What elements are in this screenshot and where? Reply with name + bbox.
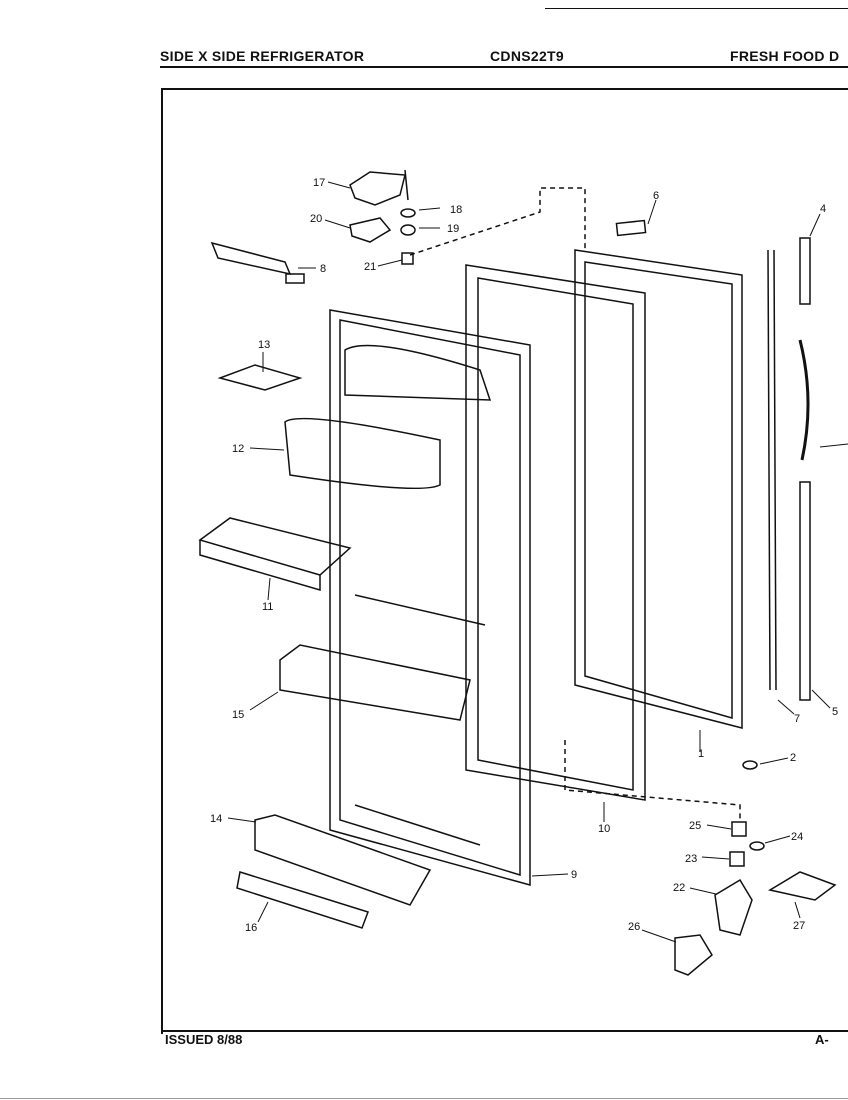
door-shelf [279, 644, 471, 721]
callout-26: 26 [628, 921, 640, 933]
header-rule [160, 66, 848, 68]
callout-23: 23 [685, 853, 697, 865]
callout-17: 17 [313, 177, 325, 189]
washer-2 [742, 760, 758, 770]
top-edge-rule [545, 8, 848, 9]
trim-7 [767, 249, 771, 691]
washer-18 [400, 208, 416, 218]
hinge-pin-25 [731, 821, 747, 837]
callout-10: 10 [598, 823, 610, 835]
callout-11: 11 [262, 601, 273, 613]
trim-5 [799, 481, 811, 701]
callout-12: 12 [232, 443, 244, 455]
callout-7: 7 [794, 713, 800, 725]
callout-8: 8 [320, 263, 326, 275]
callout-16: 16 [245, 922, 257, 934]
callout-14: 14 [210, 813, 222, 825]
bushing-19 [400, 224, 416, 236]
callout-24: 24 [791, 831, 803, 843]
callout-13: 13 [258, 339, 270, 351]
bottom-rule [0, 1098, 848, 1099]
header-center: CDNS22T9 [490, 48, 564, 64]
dairy-door [284, 417, 441, 490]
callout-2: 2 [790, 752, 796, 764]
cap-21 [401, 252, 414, 265]
bracket-8 [210, 241, 292, 276]
door-liner [329, 309, 531, 886]
callout-25: 25 [689, 820, 701, 832]
bottom-hinge [714, 878, 753, 936]
washer-24 [749, 841, 765, 851]
callout-27: 27 [793, 920, 805, 932]
trim-4 [799, 237, 811, 305]
hinge-plate [349, 217, 392, 243]
callout-22: 22 [673, 882, 685, 894]
door-panel [574, 249, 743, 729]
issued-date: ISSUED 8/88 [165, 1032, 243, 1047]
callout-5: 5 [832, 706, 838, 718]
diagram-frame [161, 88, 848, 1034]
page-number: A- [815, 1032, 829, 1047]
callout-19: 19 [447, 223, 459, 235]
cover-13 [217, 364, 303, 391]
footer-rule [161, 1030, 848, 1032]
bottom-shelf [254, 814, 432, 906]
callout-20: 20 [310, 213, 322, 225]
callout-18: 18 [450, 204, 462, 216]
door-gasket [465, 264, 646, 801]
handle [798, 339, 810, 461]
callout-1: 1 [698, 748, 704, 760]
trim-16 [236, 871, 369, 929]
callout-6: 6 [653, 190, 659, 202]
hinge-bracket-27 [768, 871, 837, 901]
callout-4: 4 [820, 203, 826, 215]
callout-9: 9 [571, 869, 577, 881]
cap-6 [615, 219, 647, 237]
header-right: FRESH FOOD D [730, 48, 840, 64]
callout-21: 21 [364, 261, 376, 273]
callout-15: 15 [232, 709, 244, 721]
bracket-26 [674, 934, 713, 976]
bushing-23 [729, 851, 745, 867]
egg-tray [198, 517, 352, 576]
top-hinge [349, 171, 406, 206]
header-left: SIDE X SIDE REFRIGERATOR [160, 48, 365, 64]
